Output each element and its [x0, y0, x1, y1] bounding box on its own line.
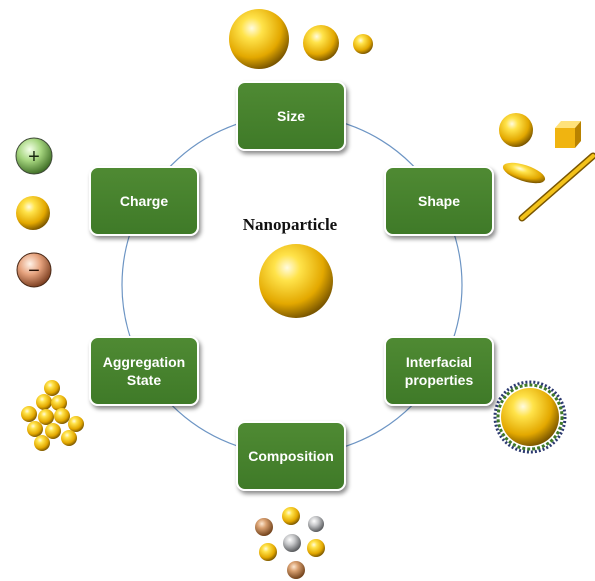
- center-label: Nanoparticle: [242, 215, 338, 234]
- positive-sign: +: [28, 146, 40, 168]
- property-box-composition: Composition: [236, 421, 346, 491]
- property-label: Composition: [248, 448, 334, 464]
- property-label: Charge: [119, 193, 169, 209]
- property-box-interfacial-properties: Interfacial properties: [384, 336, 494, 406]
- silver-sphere-icon: [308, 516, 324, 532]
- medium-sphere-icon: [303, 25, 339, 61]
- gold-sphere-icon: [259, 543, 277, 561]
- gold-sphere-icon: [282, 507, 300, 525]
- gold-disc-icon: [502, 162, 546, 184]
- aggregate-cluster-icon: [21, 380, 84, 451]
- size-spheres-icon: [229, 9, 373, 69]
- silver-sphere-icon: [283, 534, 301, 552]
- copper-sphere-icon: [255, 518, 273, 536]
- property-label: Shape: [417, 193, 460, 209]
- nanoparticle-sphere-icon: [259, 244, 333, 318]
- gold-sphere-icon: [307, 539, 325, 557]
- gold-sphere-icon: [499, 113, 533, 147]
- property-label: Aggregation State: [102, 354, 186, 388]
- coated-sphere-icon: [493, 380, 567, 454]
- shape-variants-icon: [499, 113, 595, 222]
- negative-sign: −: [28, 260, 40, 282]
- neutral-sphere-icon: [16, 196, 50, 230]
- positive-charge-icon: [15, 137, 53, 175]
- gold-cube-icon: [555, 121, 581, 148]
- property-label: Interfacial properties: [404, 354, 474, 388]
- negative-charge-icon: [16, 252, 52, 288]
- large-sphere-icon: [229, 9, 289, 69]
- property-box-shape: Shape: [384, 166, 494, 236]
- small-sphere-icon: [353, 34, 373, 54]
- composition-spheres-icon: [255, 507, 325, 579]
- copper-sphere-icon: [287, 561, 305, 579]
- property-box-aggregation-state: Aggregation State: [89, 336, 199, 406]
- property-label: Size: [276, 108, 305, 124]
- property-box-size: Size: [236, 81, 346, 151]
- charge-spheres-icon: + −: [15, 137, 53, 288]
- property-box-charge: Charge: [89, 166, 199, 236]
